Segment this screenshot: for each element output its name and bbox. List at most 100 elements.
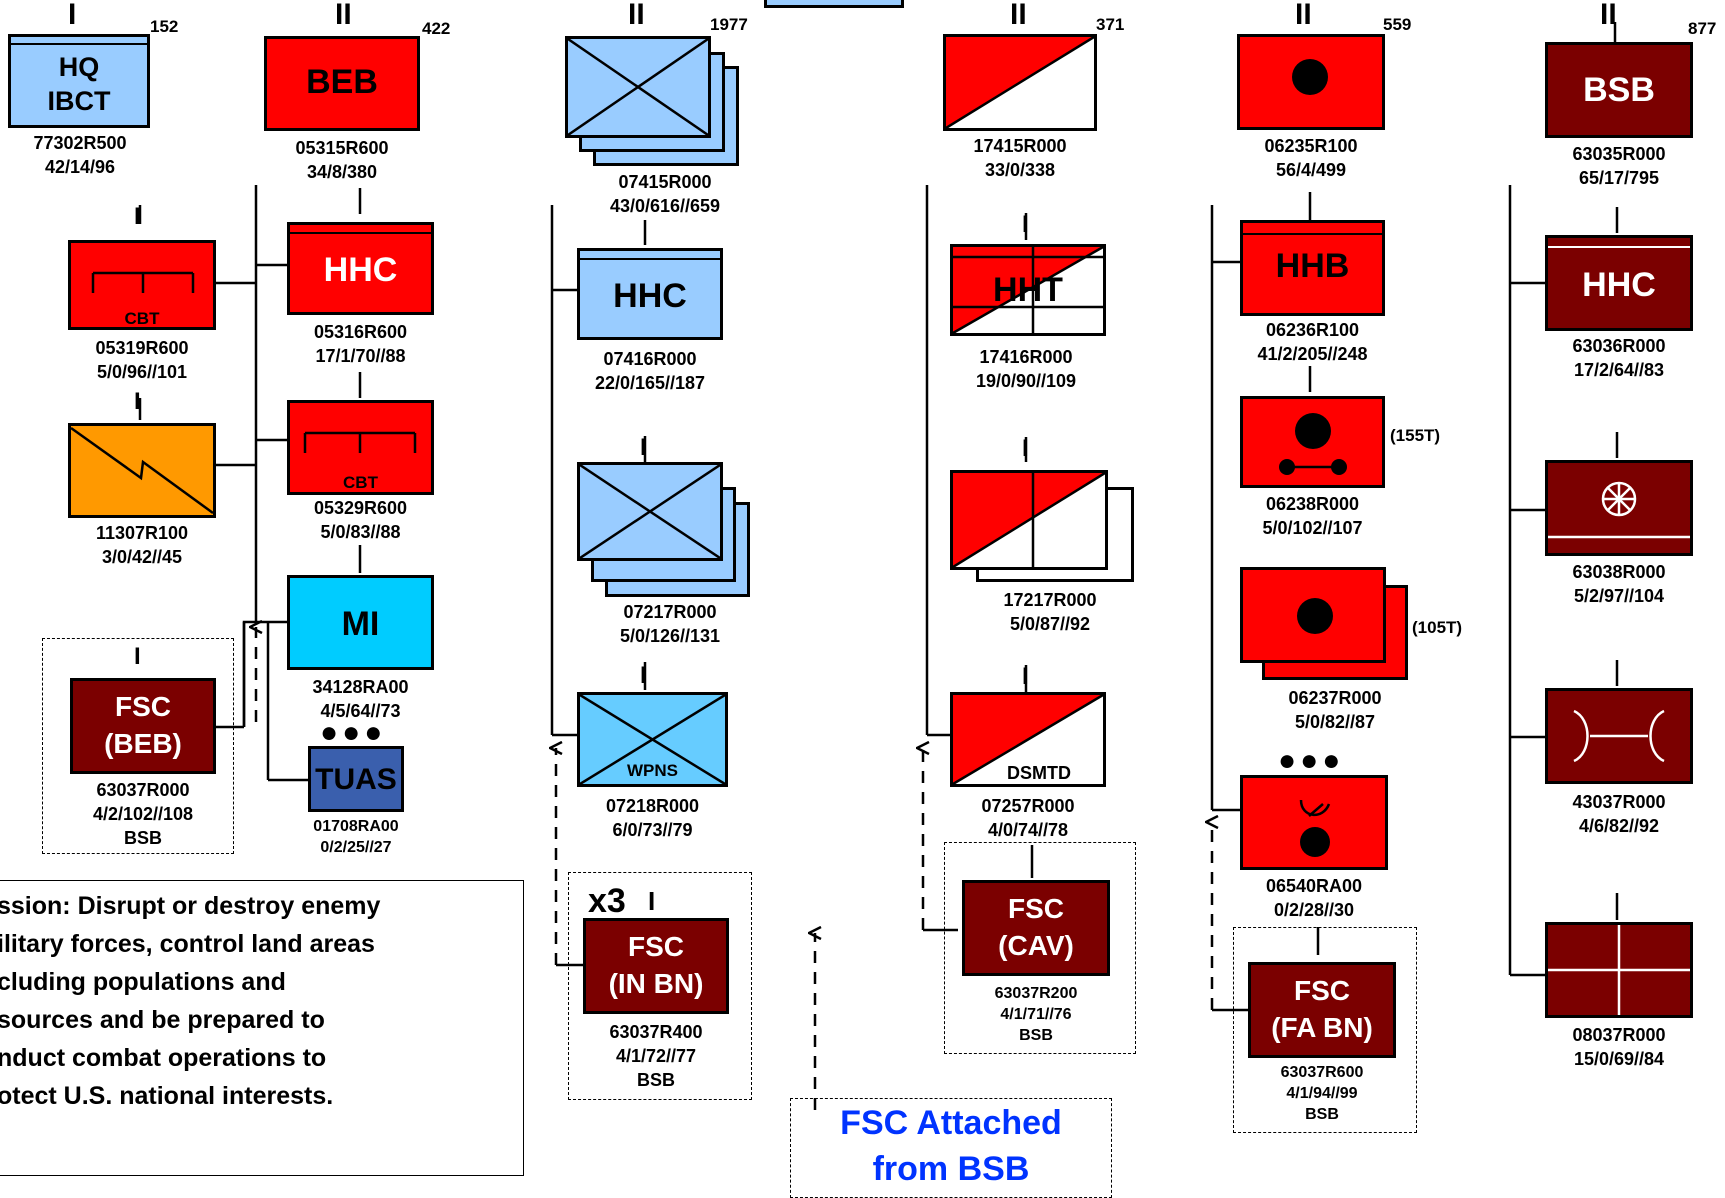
inbn-fsc-echelon: I [648,886,656,916]
fa-hhb-symbol: HHB [1240,220,1385,316]
beb-tuas-dots: ●●● [320,716,387,749]
fa-fsc-group [1233,927,1417,1133]
inbn-fsc-group [568,872,752,1100]
bsb-dist-symbol [1545,688,1693,784]
beb-tuas-label: TUAS [315,763,397,796]
cav-fsc-group [944,842,1136,1054]
beb-cbt1-sublabel: CBT [124,309,160,328]
beb-fsc-symbol: FSC (BEB) [70,678,216,774]
bsb-count: 877 [1688,19,1717,38]
fa-radar-dots: ●●● [1278,744,1345,777]
hq-echelon: I [68,0,77,31]
cav-dsmtd-echelon: I [1022,663,1029,690]
wheel-icon [1548,481,1690,539]
radar-icon [1299,799,1331,857]
mission-line-4: sources and be prepared to [0,1006,325,1034]
hq-ibct-symbol: HQ IBCT [8,34,150,128]
bsb-symbol: BSB [1545,42,1693,138]
hq-count: 152 [150,17,179,36]
beb-cbt2-symbol: CBT [287,400,434,495]
inbn-wpns-symbol: WPNS [577,692,728,787]
brigade-symbol-edge [764,0,904,8]
bsb-label: BSB [1583,71,1655,109]
bsb-echelon: II [1600,0,1617,31]
inbn-fsc-multiplier: x3 [588,882,626,920]
fa-symbol [1237,34,1385,130]
mission-line-2: ilitary forces, control land areas [0,930,375,958]
cav-fsc-symbol: FSC (CAV) [962,880,1110,976]
cav-hht-symbol: HHT [950,244,1106,336]
mission-statement: ssion: Disrupt or destroy enemy ilitary … [0,880,524,1176]
fa-bty155-symbol [1240,396,1385,488]
cav-symbol [943,34,1097,131]
cavalry-icon [953,473,1105,567]
mission-line-6: otect U.S. national interests. [0,1082,334,1110]
medical-cross-icon [1548,925,1690,1015]
bsb-hhc-symbol: HHC [1545,235,1693,331]
cav-hht-label: HHT [993,271,1063,309]
fa-echelon: II [1295,0,1312,31]
bridge-icon [303,431,417,453]
fa-bty105-note: (105T) [1412,618,1463,637]
bsb-medical-symbol [1545,922,1693,1018]
infantry-icon [577,462,723,561]
beb-symbol: BEB [264,36,420,131]
beb-mi-label: MI [341,605,380,643]
inbn-fsc-label-1: FSC [628,931,684,962]
supply-icon [1573,709,1665,763]
fa-hhb-label: HHB [1275,247,1350,285]
beb-hhc-symbol: HHC [287,222,434,315]
cav-dsmtd-label: DSMTD [1007,763,1071,783]
mission-line-1: ssion: Disrupt or destroy enemy [0,892,381,920]
bsb-hhc-label: HHC [1582,266,1656,304]
cavalry-icon [946,37,1094,128]
beb-fsc-group [42,638,234,854]
cav-dsmtd-symbol: DSMTD [950,692,1106,787]
artillery-dot-icon [1297,598,1333,634]
cav-fsc-label-1: FSC [1008,893,1064,924]
fa-radar-symbol [1240,775,1388,870]
beb-fsc-label-1: FSC [115,691,171,722]
signal-lightning-icon [71,426,213,515]
cav-hht-echelon: I [1022,211,1029,238]
cavalry-icon [953,247,1103,333]
towed-artillery-icon [1279,413,1347,475]
bridge-icon [91,271,195,293]
inbn-wpns-label: WPNS [627,761,678,780]
fa-count: 559 [1383,15,1412,34]
inbn-rifle-echelon: I [640,434,647,461]
beb-fsc-echelon: I [134,643,141,670]
cav-fsc-label-2: (CAV) [998,930,1074,961]
fa-bty105-symbol [1240,567,1386,663]
inbn-fsc-label-2: (IN BN) [608,968,704,999]
beb-cbt1-symbol: CBT [68,240,216,330]
beb-echelon: II [335,0,352,31]
beb-label: BEB [306,63,378,101]
beb-tuas-symbol: TUAS [308,746,404,812]
cav-troop-echelon: I [1022,435,1029,462]
